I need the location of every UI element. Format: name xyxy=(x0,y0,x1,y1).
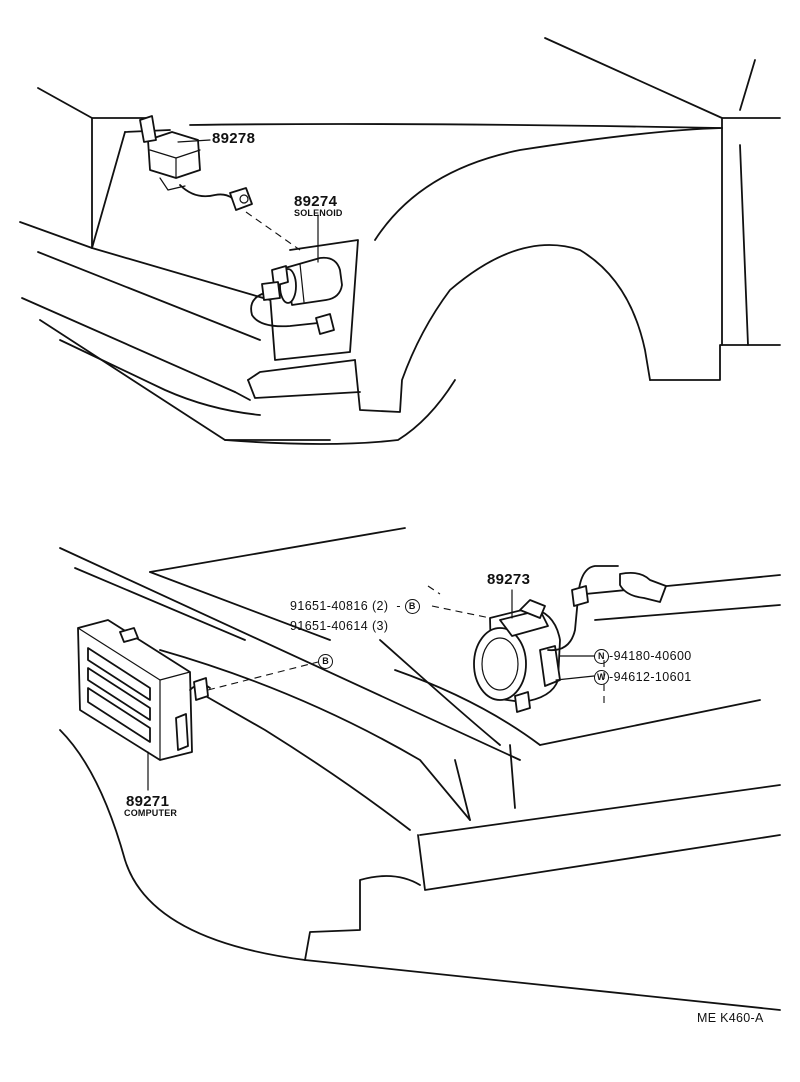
part-number-computer: 89271 xyxy=(126,793,170,810)
washer-symbol-w: W xyxy=(594,670,609,685)
hardware-qty-1: (2) xyxy=(371,598,389,613)
hardware-qty-2: (3) xyxy=(371,619,389,633)
dash-connection-bolt-upper xyxy=(427,585,441,595)
leader-dash-1: - xyxy=(396,598,401,613)
leader-89278 xyxy=(177,139,211,143)
hardware-part-91651-40614: 91651-40614 xyxy=(290,619,369,633)
hardware-part-91651-40816: 91651-40816 xyxy=(290,598,369,613)
computer-89271-drawing xyxy=(77,619,211,761)
hardware-row-3: N-94180-40600 xyxy=(594,649,692,664)
hardware-part-94612-10601: 94612-10601 xyxy=(613,669,692,684)
part-number-actuator: 89273 xyxy=(487,571,531,588)
part-number-relay: 89278 xyxy=(212,130,256,147)
relay-89278-drawing xyxy=(139,115,253,211)
standalone-bolt-marker: B xyxy=(318,654,333,670)
bolt-symbol-b-standalone: B xyxy=(318,654,333,670)
solenoid-89274-drawing xyxy=(250,256,343,335)
actuator-89273-drawing xyxy=(473,565,667,713)
part-name-solenoid: SOLENOID xyxy=(294,208,343,218)
hardware-row-2: 91651-40614 (3) xyxy=(290,620,388,633)
dash-connection-computer xyxy=(207,661,319,691)
dash-connection-bolt xyxy=(431,605,491,619)
bottom-car-body-outline xyxy=(59,527,781,1011)
hardware-row-4: W-94612-10601 xyxy=(594,670,692,685)
diagram-reference-code: ME K460-A xyxy=(697,1011,764,1025)
nut-symbol-n: N xyxy=(594,649,609,664)
hardware-row-1: 91651-40816 (2) - B xyxy=(290,599,420,614)
bolt-symbol-b: B xyxy=(404,599,420,614)
part-number-solenoid: 89274 xyxy=(294,193,338,210)
leader-94612 xyxy=(555,675,595,681)
hardware-part-94180-40600: 94180-40600 xyxy=(613,648,692,663)
top-car-body-outline xyxy=(19,37,781,445)
dash-connection-top xyxy=(245,211,301,251)
part-name-computer: COMPUTER xyxy=(124,808,178,818)
